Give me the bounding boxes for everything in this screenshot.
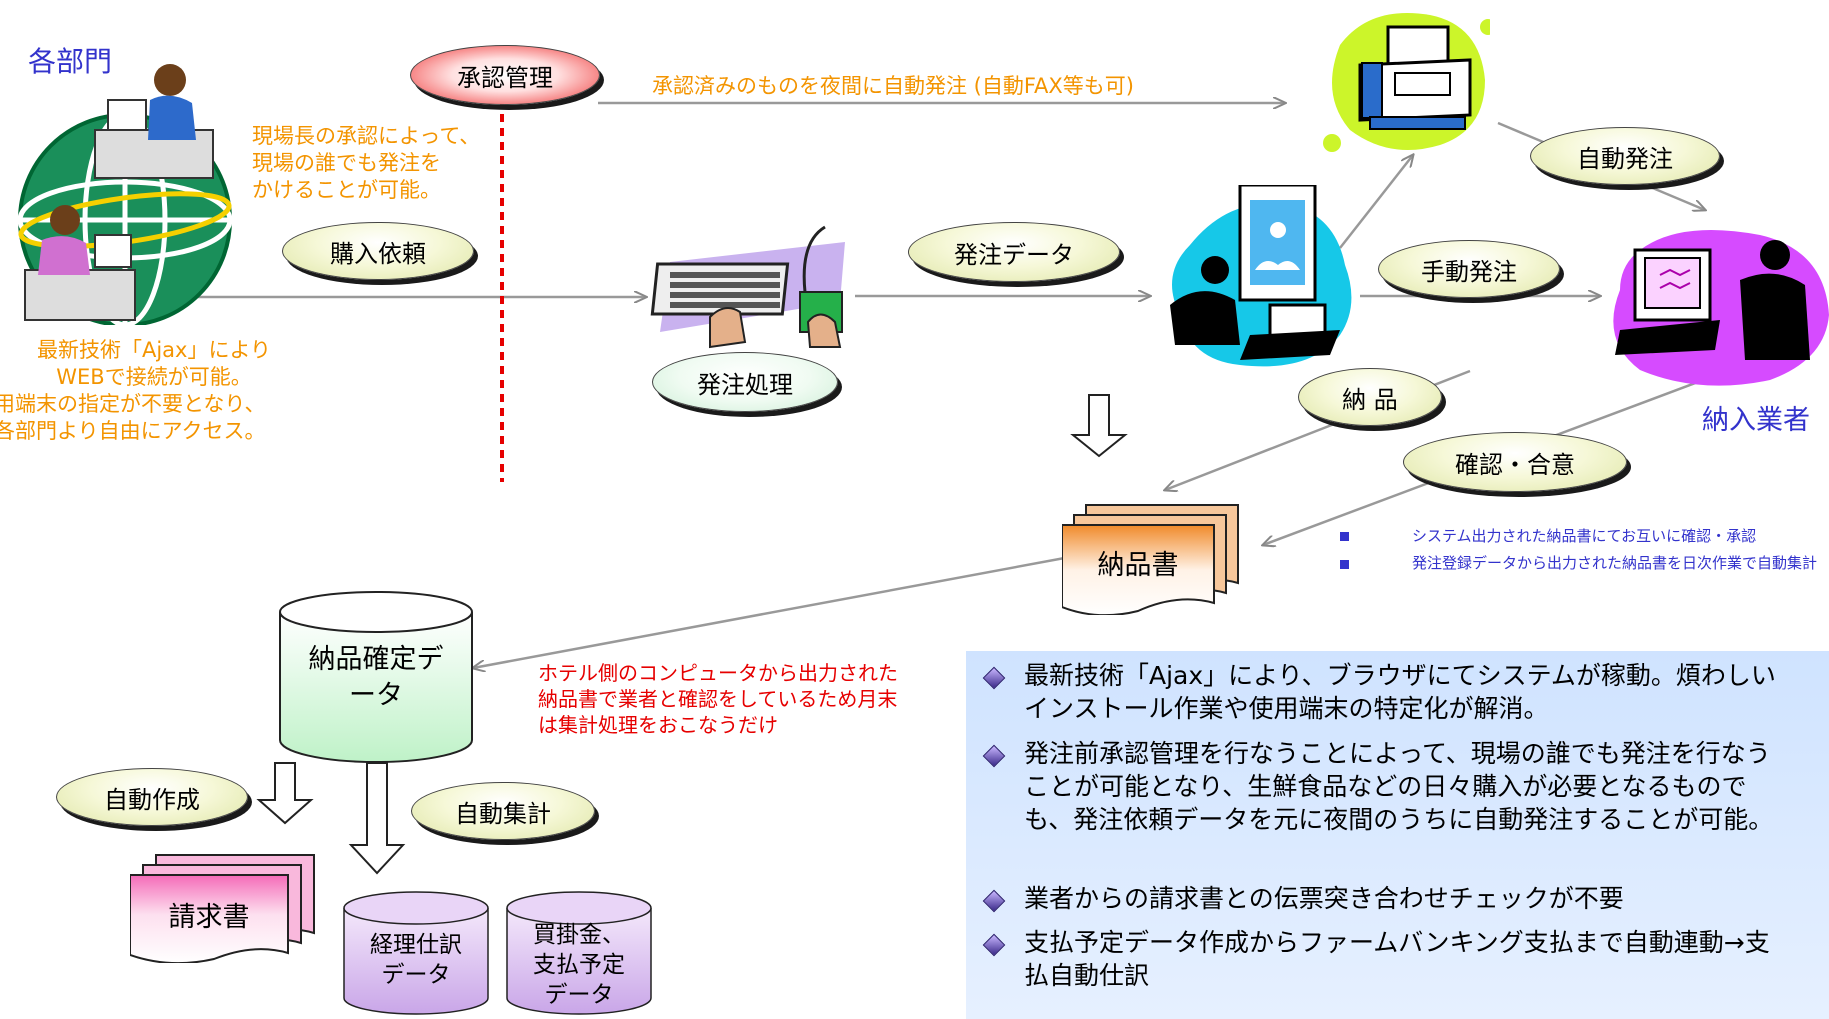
department-users-illustration	[17, 64, 233, 325]
confirmed-data-label: 納品確定データ	[278, 642, 474, 714]
vendor-illustration	[1613, 230, 1829, 386]
approval-note-line: 現場の誰でも発注を	[252, 151, 441, 175]
diamond-bullet-icon	[982, 889, 1006, 913]
order-clerk-illustration	[1170, 185, 1352, 367]
auto-aggregate-label: 自動集計	[411, 782, 595, 840]
left-note-line: 最新技術「Ajax」により	[36, 338, 272, 362]
delivery-label: 納 品	[1298, 368, 1442, 426]
hotel-note-line: は集計処理をおこなうだけ	[538, 713, 778, 737]
accounting-entry-label: 経理仕訳データ	[342, 930, 490, 990]
approval-note: 現場長の承認によって、 現場の誰でも発注を かけることが可能。	[252, 123, 480, 204]
hotel-note-line: ホテル側のコンピュータから出力された	[538, 661, 898, 685]
approval-note-line: 現場長の承認によって、	[252, 124, 481, 148]
delivery-slip-document: 納品書	[1062, 503, 1240, 615]
benefit-item: 業者からの請求書との伝票突き合わせチェックが不要	[1024, 884, 1624, 913]
vendor-title: 納入業者	[1702, 405, 1810, 436]
purchase-request-label: 購入依頼	[282, 222, 474, 280]
auto-night-order-text: 承認済みのものを夜間に自動発注 (自動FAX等も可)	[652, 74, 1134, 98]
auto-create-label: 自動作成	[56, 768, 248, 826]
departments-title: 各部門	[28, 45, 113, 78]
document-stack-shape	[130, 854, 315, 963]
approval-management-label: 承認管理	[410, 45, 600, 105]
cylinder-shape	[343, 891, 489, 1015]
confirm-agree-label: 確認・合意	[1403, 432, 1627, 492]
payables-cylinder: 買掛金、支払予定データ	[505, 890, 653, 1018]
fax-machine-illustration	[1323, 13, 1490, 152]
keyboard-order-illustration	[650, 225, 845, 349]
confirmed-data-text: 納品確定データ	[308, 644, 444, 711]
diamond-bullet-icon	[982, 666, 1006, 690]
left-access-note: 最新技術「Ajax」により WEBで接続が可能。 用端末の指定が不要となり、 各…	[0, 337, 290, 445]
order-processing-label: 発注処理	[652, 352, 838, 412]
payables-label: 買掛金、支払予定データ	[505, 920, 653, 1010]
note-bullet-icon	[1340, 560, 1349, 569]
confirmed-data-cylinder: 納品確定データ	[278, 590, 474, 768]
benefit-item: 発注前承認管理を行なうことによって、現場の誰でも発注を行なうことが可能となり、生…	[1024, 739, 1774, 834]
left-note-line: WEBで接続が可能。	[56, 365, 252, 389]
document-stack-shape	[1062, 504, 1239, 615]
delivery-slip-label: 納品書	[1097, 550, 1179, 581]
diamond-bullet-icon	[982, 933, 1006, 957]
benefits-panel: 最新技術「Ajax」により、ブラウザにてシステムが稼動。煩わしいインストール作業…	[966, 651, 1829, 1019]
hotel-note-line: 納品書で業者と確認をしているため月末	[538, 687, 898, 711]
approval-note-line: かけることが可能。	[252, 178, 441, 202]
order-data-label: 発注データ	[908, 222, 1120, 282]
hotel-note: ホテル側のコンピュータから出力された 納品書で業者と確認をしているため月末 は集…	[538, 660, 898, 738]
diamond-bullet-icon	[982, 744, 1006, 768]
cylinder-shape	[279, 591, 473, 763]
benefit-item: 支払予定データ作成からファームバンキング支払まで自動連動→支払自動仕訳	[1024, 928, 1770, 990]
left-note-line: 用端末の指定が不要となり、	[0, 392, 266, 416]
small-note-2: 発注登録データから出力された納品書を日次作業で自動集計	[1412, 554, 1818, 572]
manual-order-label: 手動発注	[1378, 240, 1560, 298]
left-note-line: 各部門より自由にアクセス。	[0, 419, 266, 443]
accounting-entry-cylinder: 経理仕訳データ	[342, 890, 490, 1018]
invoice-document: 請求書	[130, 853, 316, 963]
auto-order-label: 自動発注	[1530, 127, 1720, 185]
cylinder-shape	[506, 891, 652, 1015]
small-note-1: システム出力された納品書にてお互いに確認・承認	[1412, 527, 1757, 545]
accounting-entry-text: 経理仕訳データ	[370, 932, 462, 988]
invoice-label: 請求書	[168, 902, 250, 933]
payables-text: 買掛金、支払予定データ	[533, 922, 625, 1008]
benefit-item: 最新技術「Ajax」により、ブラウザにてシステムが稼動。煩わしいインストール作業…	[1024, 661, 1776, 723]
note-bullet-icon	[1340, 532, 1349, 541]
